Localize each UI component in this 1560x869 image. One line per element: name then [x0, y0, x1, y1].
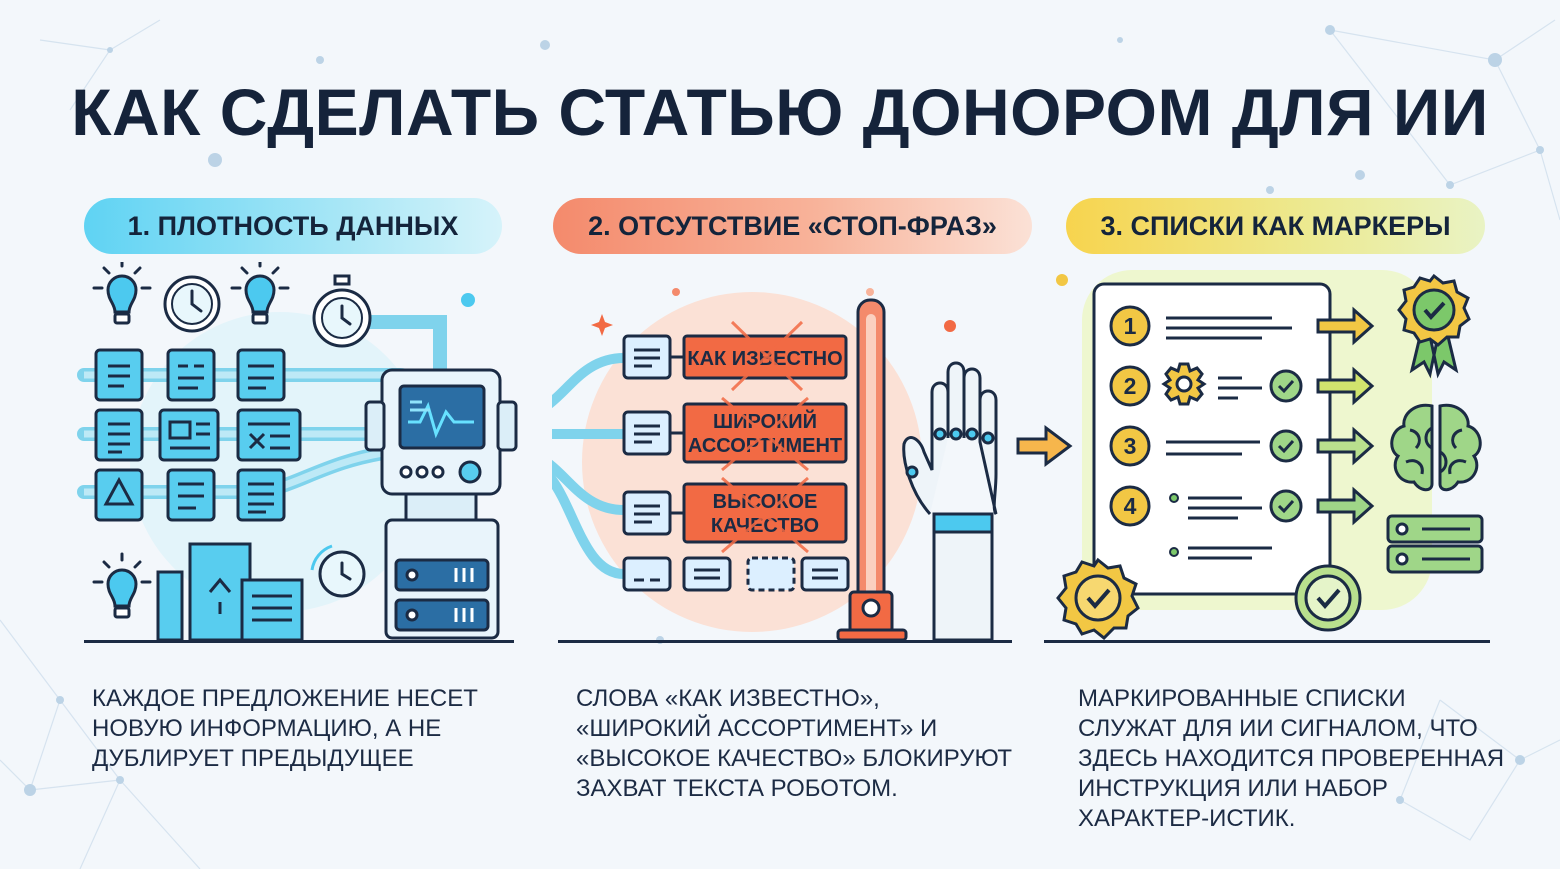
check-icon	[1269, 369, 1303, 403]
clock-icon	[310, 544, 366, 598]
document-icon	[166, 468, 216, 522]
stop-phrase-3: ВЫСОКОЕ КАЧЕСТВО	[682, 476, 848, 554]
document-icon	[94, 348, 144, 402]
list-item: 2	[1109, 365, 1303, 407]
barrier-icon	[836, 298, 908, 642]
stop-phrases-illustration: КАК ИЗВЕСТНО ШИРОКИЙ АССОРТИМЕНТ ВЫСОКОЕ…	[552, 288, 1012, 643]
server-icon	[1386, 514, 1484, 574]
cross-icon	[730, 320, 804, 392]
section-1-description: Каждое предложение несет новую информаци…	[92, 685, 478, 772]
section-3-description: Маркированные списки служат для ИИ сигна…	[1078, 685, 1505, 832]
cross-icon	[721, 396, 809, 472]
list-markers-illustration: 1 2 3 4	[1044, 270, 1490, 643]
check-icon	[1269, 489, 1303, 523]
stop-phrase-2-line-1: ШИРОКИЙ	[713, 409, 817, 433]
stop-phrase-2: ШИРОКИЙ АССОРТИМЕНТ	[682, 396, 848, 472]
list-item	[1169, 546, 1272, 560]
document-icon	[622, 490, 672, 536]
document-icon	[236, 468, 286, 522]
list-number-badge	[1109, 425, 1151, 467]
list-number: 4	[1124, 493, 1137, 519]
document-icon	[94, 408, 144, 462]
stop-phrase-1: КАК ИЗВЕСТНО	[682, 320, 848, 392]
clock-icon	[163, 275, 221, 333]
list-number-badge	[1109, 365, 1151, 407]
stop-phrase-3-line-2: КАЧЕСТВО	[711, 515, 819, 537]
award-badge-icon	[1056, 557, 1140, 641]
list-number: 3	[1124, 433, 1137, 459]
document-icon	[158, 408, 220, 462]
section-2-heading: 2. ОТСУТСТВИЕ «СТОП-ФРАЗ»	[553, 198, 1032, 254]
list-number-badge	[1109, 485, 1151, 527]
list-number: 2	[1124, 373, 1137, 399]
list-number: 1	[1124, 313, 1137, 339]
server-icon	[384, 492, 500, 640]
lightbulb-icon	[92, 552, 152, 619]
arrow-right-icon	[1016, 425, 1073, 467]
list-item: 4	[1109, 485, 1303, 527]
document-icon	[188, 542, 252, 642]
document-icon	[622, 410, 672, 456]
stopwatch-icon	[312, 274, 372, 348]
stop-phrase-2-line-2: АССОРТИМЕНТ	[688, 435, 842, 457]
sparkle-icon	[591, 314, 613, 336]
brain-icon	[1390, 403, 1482, 492]
list-item: 3	[1109, 425, 1303, 467]
check-icon	[1269, 429, 1303, 463]
data-density-illustration	[77, 262, 518, 643]
lightbulb-icon	[92, 262, 152, 325]
document-icon	[622, 334, 672, 380]
list-item: 1	[1109, 305, 1292, 347]
award-badge-icon	[1397, 273, 1471, 379]
lightbulb-icon	[230, 262, 290, 325]
check-icon	[1294, 564, 1362, 632]
document-icon	[240, 578, 304, 642]
document-icon	[156, 570, 184, 642]
document-icon	[94, 468, 144, 522]
gear-icon	[1161, 362, 1207, 406]
section-2-description: Слова «как известно», «широкий ассортиме…	[576, 685, 1013, 802]
robot-hand-icon	[902, 361, 998, 642]
document-icon	[166, 348, 216, 402]
document-icon	[236, 408, 302, 462]
cross-icon	[721, 476, 809, 554]
list-number-badge	[1109, 305, 1151, 347]
monitor-icon	[364, 368, 518, 496]
document-icon	[236, 348, 286, 402]
section-3-heading: 3. СПИСКИ КАК МАРКЕРЫ	[1066, 198, 1485, 254]
page-title: КАК СДЕЛАТЬ СТАТЬЮ ДОНОРОМ ДЛЯ ИИ	[71, 75, 1489, 149]
section-1-heading: 1. ПЛОТНОСТЬ ДАННЫХ	[84, 198, 502, 254]
stop-phrase-3-line-1: ВЫСОКОЕ	[713, 491, 818, 513]
